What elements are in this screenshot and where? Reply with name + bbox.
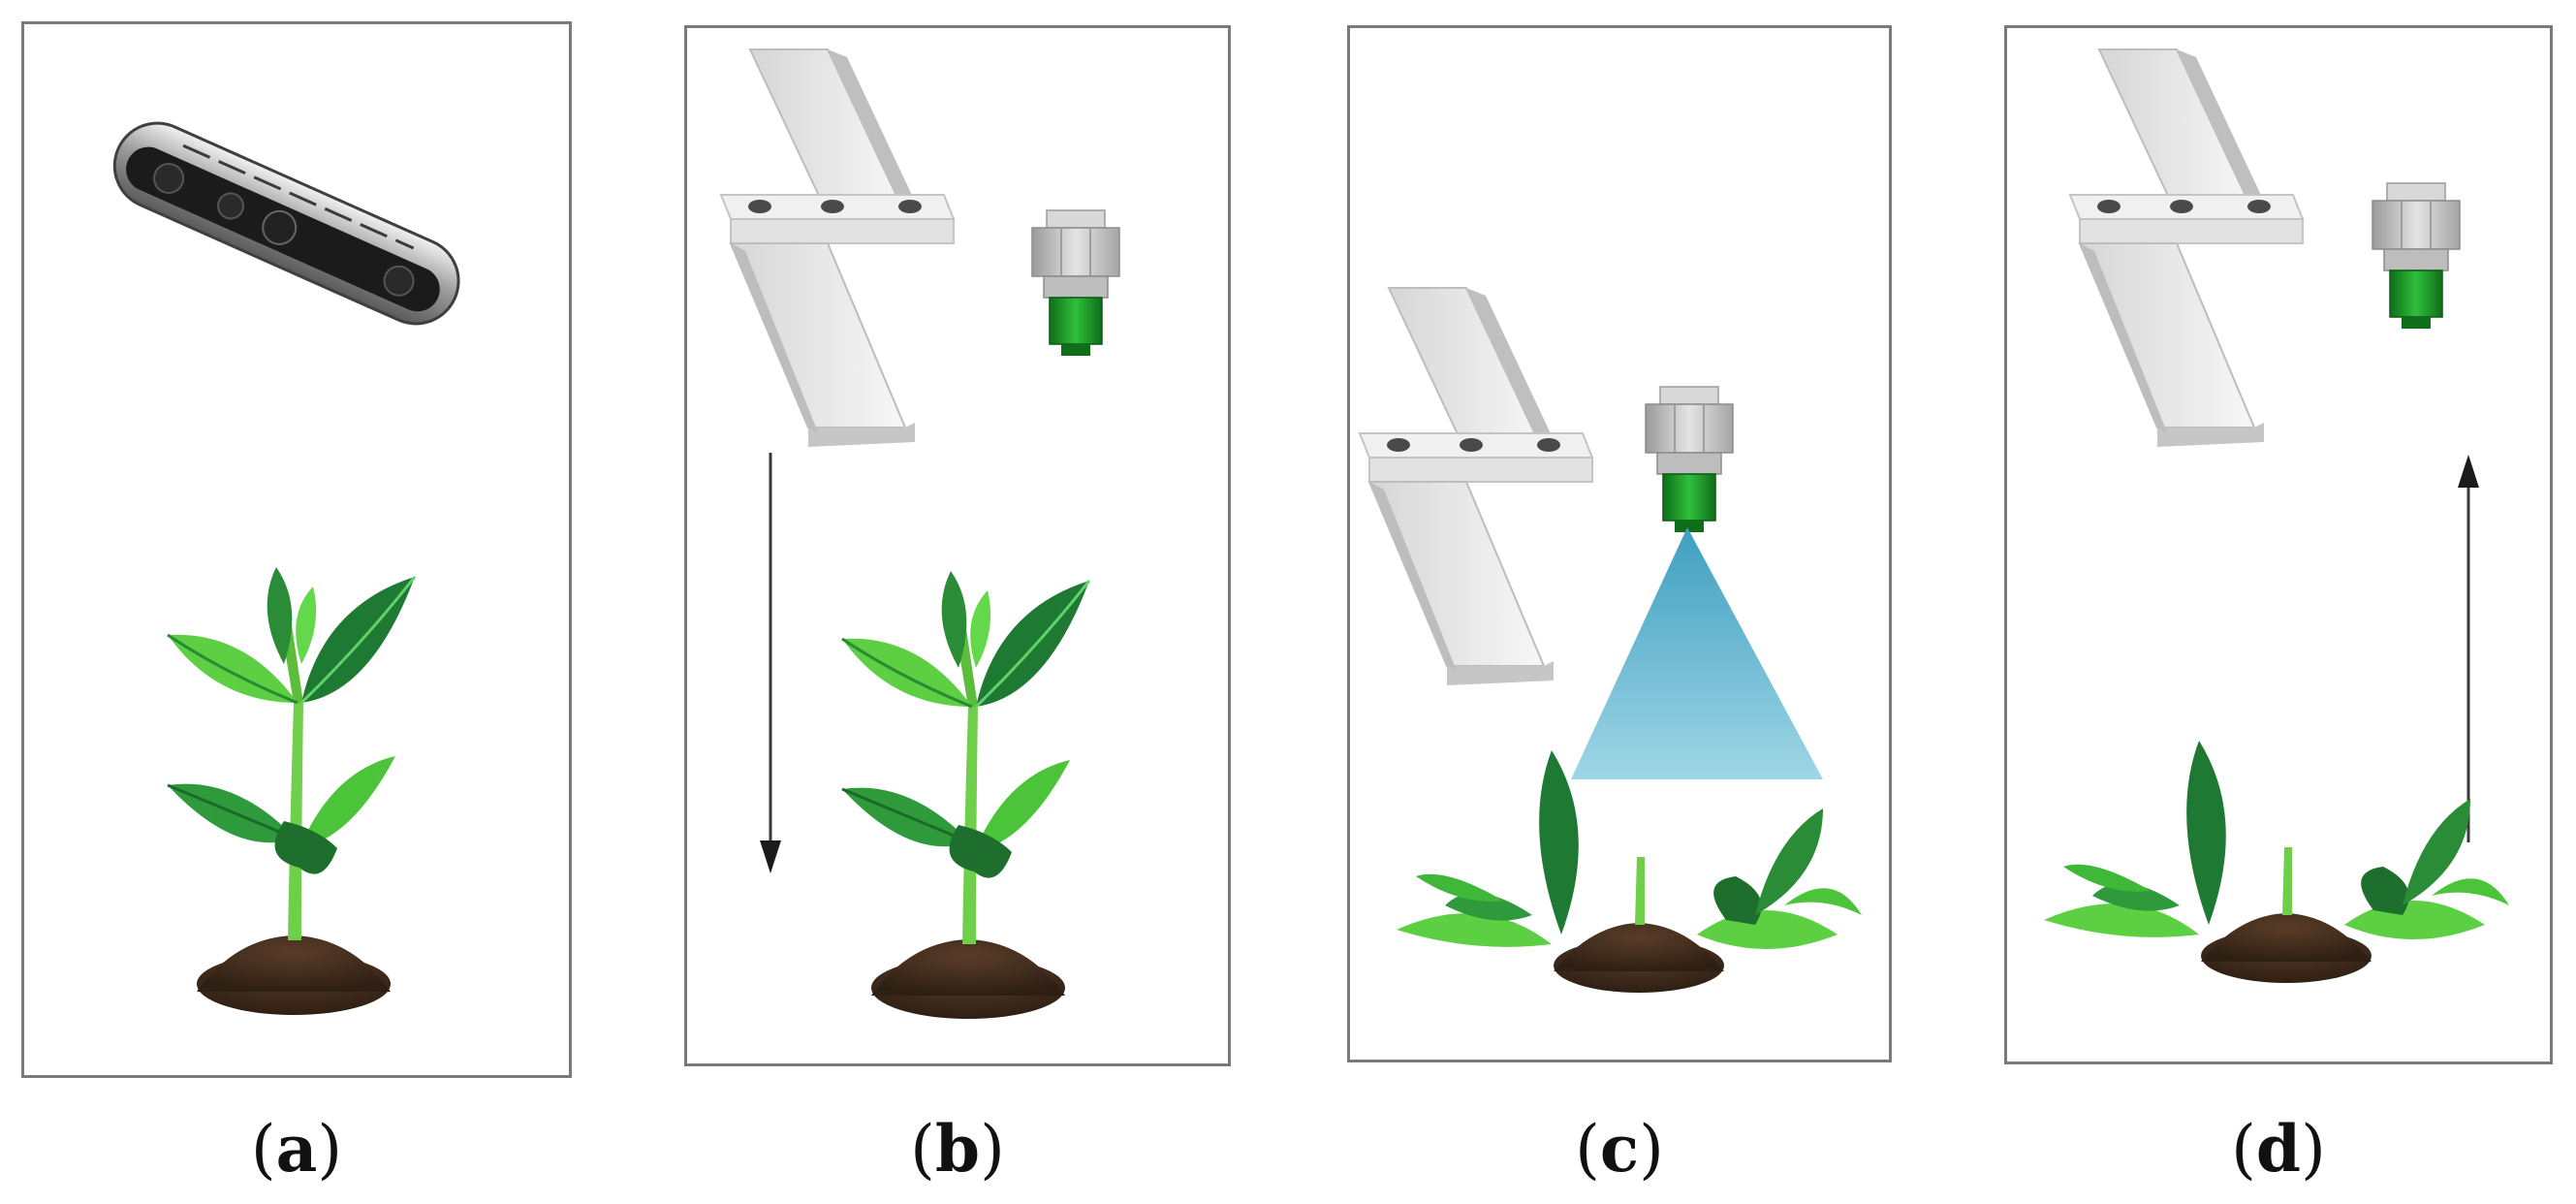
spray-cone bbox=[1571, 527, 1823, 779]
up-arrow bbox=[2458, 455, 2479, 842]
down-arrow bbox=[760, 453, 781, 873]
mounting-bracket-icon bbox=[1359, 287, 1593, 686]
spray-nozzle-icon bbox=[1031, 209, 1120, 357]
panel-d-label: (d) bbox=[2231, 1111, 2326, 1187]
mounting-bracket-icon bbox=[2069, 48, 2304, 448]
plant-icon bbox=[2044, 741, 2509, 983]
depth-camera-icon bbox=[112, 121, 460, 326]
panel-a bbox=[21, 21, 572, 1078]
plant-icon bbox=[166, 565, 417, 1017]
spray-nozzle-icon bbox=[1645, 386, 1734, 533]
panel-b-label: (b) bbox=[910, 1111, 1005, 1187]
mounting-bracket-icon bbox=[720, 48, 955, 448]
panel-a-label: (a) bbox=[250, 1111, 343, 1187]
panel-d bbox=[2004, 25, 2553, 1064]
panel-d-drawing bbox=[2044, 48, 2509, 983]
panel-b bbox=[684, 25, 1231, 1066]
panel-c bbox=[1347, 25, 1892, 1062]
plant-icon bbox=[1397, 750, 1862, 993]
panel-a-drawing bbox=[112, 121, 460, 1017]
panel-c-label: (c) bbox=[1575, 1111, 1664, 1187]
spray-nozzle-icon bbox=[2372, 182, 2461, 330]
plant-icon bbox=[840, 569, 1091, 1021]
panel-b-drawing bbox=[720, 48, 1120, 1021]
panel-c-drawing bbox=[1359, 287, 1862, 993]
